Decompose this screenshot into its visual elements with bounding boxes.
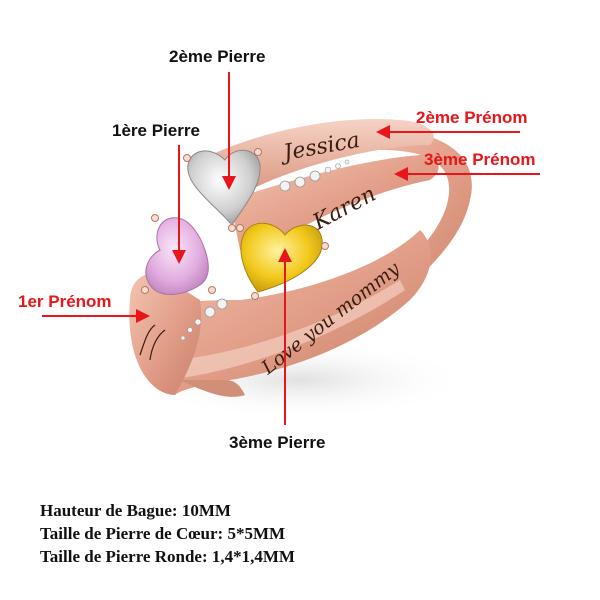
label-stone-2: 2ème Pierre: [169, 47, 266, 66]
arrow-head: [278, 248, 292, 262]
accent-diamonds-lower: [180, 298, 228, 341]
arrow-head: [376, 125, 390, 139]
shank-detail: [180, 380, 245, 397]
spec-round-stone-size: Taille de Pierre Ronde: 1,4*1,4MM: [40, 547, 295, 566]
band-highlight: [175, 280, 405, 378]
label-stone-1: 1ère Pierre: [112, 121, 200, 140]
spec-ring-height: Hauteur de Bague: 10MM: [40, 501, 231, 520]
arrow-head: [136, 309, 150, 323]
annotation-lines: [42, 72, 540, 425]
label-name-1: 1er Prénom: [18, 292, 112, 311]
arrow-head: [222, 176, 236, 190]
ring-shank-left: [129, 273, 202, 395]
ring-band-middle: [230, 155, 439, 250]
label-stone-3: 3ème Pierre: [229, 433, 326, 452]
arrow-head: [172, 250, 186, 264]
engraving-name-1: [139, 324, 166, 361]
spec-heart-stone-size: Taille de Pierre de Cœur: 5*5MM: [40, 524, 286, 543]
label-name-3: 3ème Prénom: [424, 150, 536, 169]
accent-diamonds-upper: [279, 159, 350, 192]
label-name-2: 2ème Prénom: [416, 108, 528, 127]
heart-stone-white: [183, 148, 262, 232]
arrow-head: [394, 167, 408, 181]
